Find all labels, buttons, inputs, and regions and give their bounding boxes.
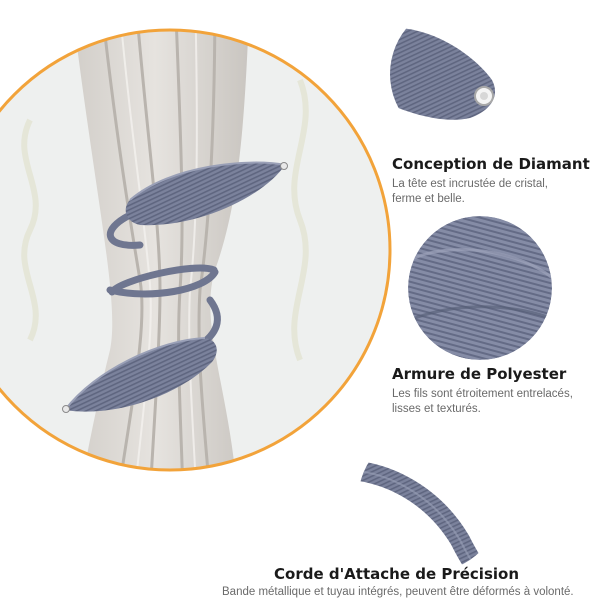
feature-weave: Armure de Polyester Les fils sont étroit… <box>392 365 573 417</box>
desc-line: Les fils sont étroitement entrelacés, <box>392 388 573 400</box>
feature-title: Conception de Diamant <box>392 155 590 173</box>
feature-cord: Corde d'Attache de Précision Bande métal… <box>222 565 600 600</box>
detail-cord <box>358 428 502 572</box>
feature-description: La tête est incrustée de cristal, ferme … <box>392 177 590 207</box>
desc-line: ferme et belle. <box>392 193 465 205</box>
desc-line: lisses et texturés. <box>392 403 481 415</box>
detail-weave <box>408 216 552 360</box>
feature-title: Corde d'Attache de Précision <box>274 565 519 583</box>
feature-title: Armure de Polyester <box>392 365 567 383</box>
feature-description: Les fils sont étroitement entrelacés, li… <box>392 387 573 417</box>
tieback-head-upper <box>125 161 288 226</box>
tieback-head-lower <box>62 337 217 413</box>
desc-line: La tête est incrustée de cristal, <box>392 178 548 190</box>
feature-diamond: Conception de Diamant La tête est incrus… <box>392 155 590 207</box>
detail-diamond <box>390 2 534 146</box>
feature-description: Bande métallique et tuyau intégrés, peuv… <box>222 585 600 600</box>
accent-ring <box>0 28 392 472</box>
desc-line: Bande métallique et tuyau intégrés, peuv… <box>222 586 574 598</box>
